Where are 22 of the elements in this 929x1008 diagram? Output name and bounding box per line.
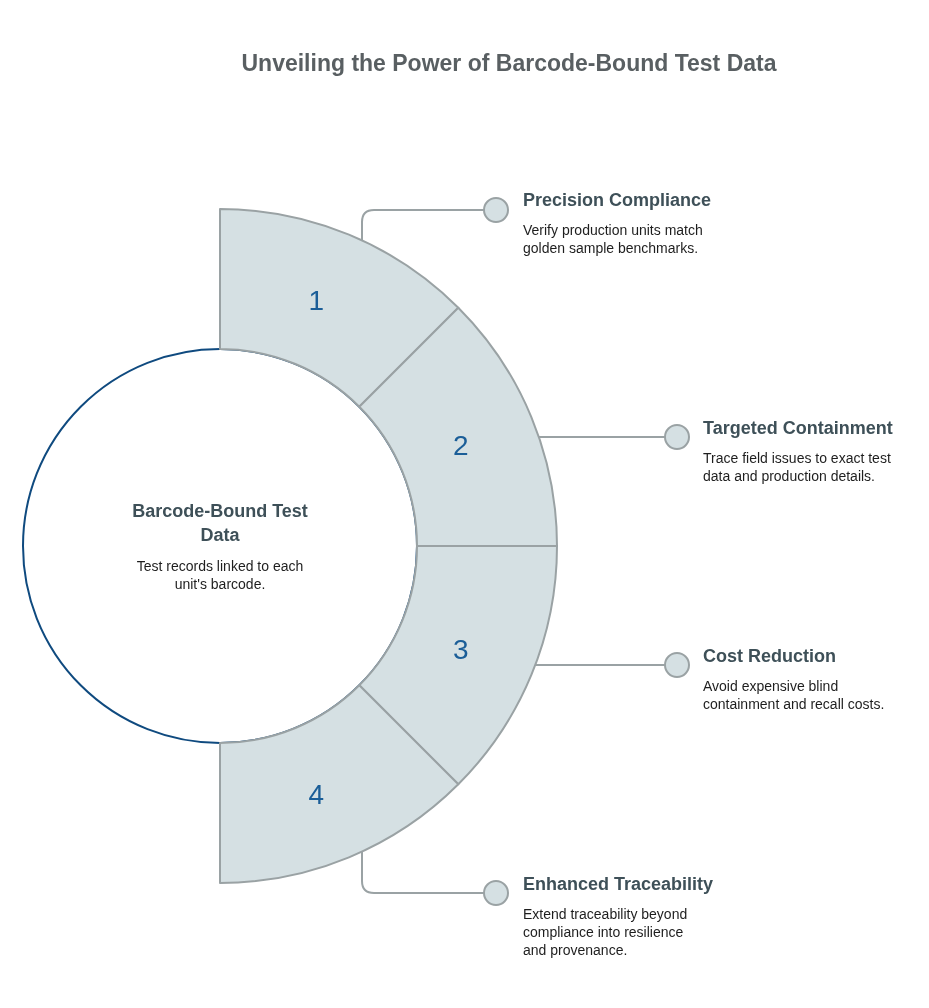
hub-description: Test records linked to each unit's barcode. xyxy=(136,557,304,593)
callout-heading: Precision Compliance xyxy=(523,189,713,212)
step-number: 4 xyxy=(308,778,324,811)
leader-line xyxy=(361,209,485,242)
callout-description: Extend traceability beyond compliance into resilience and provenance. xyxy=(523,905,689,959)
step-number: 2 xyxy=(452,429,469,462)
callout-heading: Enhanced Traceability xyxy=(523,873,715,896)
marker-dot-icon xyxy=(664,424,690,450)
hub-title: Barcode-Bound Test Data xyxy=(131,500,309,547)
marker-dot-icon xyxy=(664,652,690,678)
step-number: 1 xyxy=(308,285,324,318)
marker-dot-icon xyxy=(483,880,509,906)
leader-line xyxy=(534,664,666,666)
callout-heading: Targeted Containment xyxy=(703,417,894,440)
callout-description: Avoid expensive blind containment and recall costs. xyxy=(703,677,886,713)
callout-description: Trace field issues to exact test data and production details. xyxy=(703,449,892,485)
callout-heading: Cost Reduction xyxy=(703,645,837,668)
callout-description: Verify production units match golden sample benchmarks. xyxy=(523,221,704,257)
leader-line xyxy=(361,850,485,894)
diagram-title: Unveiling the Power of Barcode-Bound Test Data xyxy=(241,49,777,78)
marker-dot-icon xyxy=(483,197,509,223)
step-number: 3 xyxy=(452,634,469,667)
